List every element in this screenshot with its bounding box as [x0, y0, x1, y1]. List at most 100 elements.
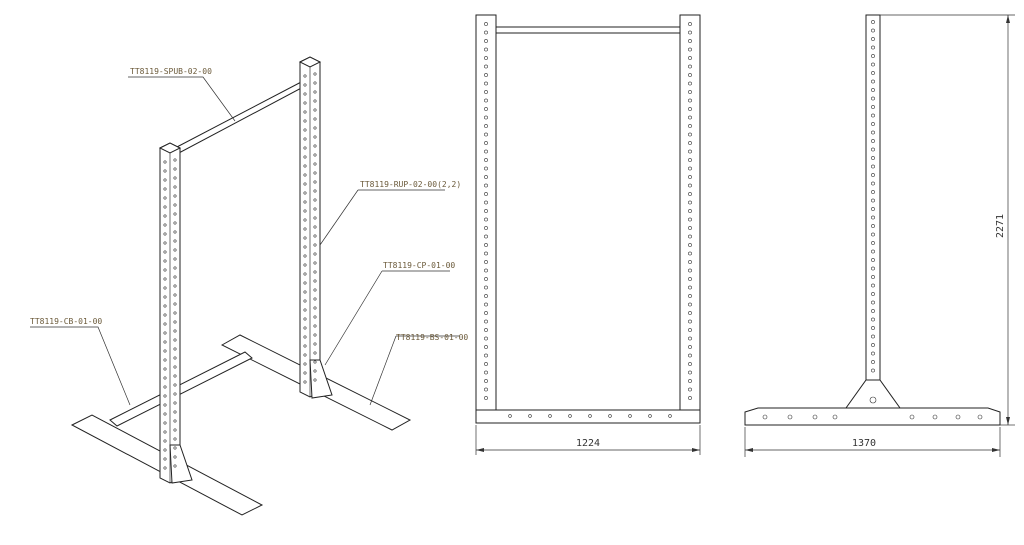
hole: [163, 457, 167, 461]
hole: [588, 414, 592, 418]
hole: [173, 176, 177, 180]
iso-gusset-right: [309, 359, 333, 399]
hole: [688, 149, 692, 154]
hole: [484, 251, 488, 256]
hole: [313, 297, 317, 301]
hole: [313, 81, 317, 85]
hole: [648, 414, 652, 418]
hole: [313, 207, 317, 211]
hole: [688, 217, 692, 222]
hole: [688, 124, 692, 128]
label-pullup-bar: TT8119-SPUB-02-00: [130, 67, 212, 76]
hole: [871, 300, 875, 305]
hole: [688, 166, 692, 171]
hole: [688, 200, 692, 205]
hole: [484, 73, 488, 77]
hole: [313, 135, 317, 139]
hole: [163, 187, 167, 191]
hole: [871, 326, 875, 330]
hole: [173, 221, 177, 225]
hole: [313, 351, 317, 355]
hole: [871, 309, 875, 313]
hole: [173, 293, 177, 297]
hole: [871, 334, 875, 339]
label-crossbar: TT8119-CB-01-00: [30, 317, 102, 326]
hole: [313, 126, 317, 130]
hole: [688, 192, 692, 196]
hole: [688, 387, 692, 392]
hole: [688, 115, 692, 120]
hole: [173, 275, 177, 279]
hole: [163, 385, 167, 389]
hole: [688, 370, 692, 375]
hole: [163, 349, 167, 353]
hole: [484, 226, 488, 230]
hole: [303, 344, 307, 348]
hole: [871, 54, 875, 58]
iso-pullup-bar: [174, 79, 308, 155]
hole: [871, 317, 875, 322]
hole: [484, 132, 488, 137]
hole: [484, 183, 488, 188]
hole: [871, 122, 875, 126]
hole: [313, 315, 317, 319]
hole: [303, 227, 307, 231]
hole: [313, 90, 317, 94]
hole: [313, 306, 317, 310]
hole: [484, 149, 488, 154]
side-gusset: [845, 379, 901, 409]
hole: [163, 448, 167, 452]
hole: [871, 113, 875, 118]
hole: [628, 414, 632, 418]
hole: [688, 260, 692, 264]
hole: [871, 224, 875, 228]
hole: [484, 81, 488, 86]
hole: [871, 258, 875, 262]
hole: [173, 248, 177, 252]
hole: [163, 313, 167, 317]
hole: [173, 464, 177, 468]
hole: [173, 329, 177, 333]
hole: [163, 268, 167, 272]
hole: [508, 414, 512, 418]
hole: [163, 286, 167, 290]
hole: [313, 189, 317, 193]
hole: [871, 96, 875, 101]
hole: [688, 379, 692, 383]
side-view: 1370 2271: [744, 14, 1015, 457]
hole: [303, 155, 307, 159]
hole: [303, 74, 307, 78]
hole: [484, 56, 488, 60]
hole: [528, 414, 532, 418]
hole: [688, 243, 692, 247]
hole: [173, 347, 177, 351]
hole: [484, 302, 488, 307]
hole: [173, 167, 177, 171]
hole: [484, 294, 488, 298]
hole: [163, 295, 167, 299]
hole: [484, 217, 488, 222]
front-view: 1224: [475, 14, 701, 455]
hole: [871, 266, 875, 271]
hole: [871, 232, 875, 237]
hole: [173, 437, 177, 441]
hole: [484, 362, 488, 366]
hole: [484, 370, 488, 375]
hole: [163, 169, 167, 173]
isometric-view: TT8119-SPUB-02-00 TT8119-RUP-02-00(2,2) …: [30, 56, 468, 516]
hole: [871, 181, 875, 186]
hole: [313, 252, 317, 256]
hole: [688, 319, 692, 324]
hole: [484, 192, 488, 196]
hole: [173, 302, 177, 306]
hole: [313, 162, 317, 166]
hole: [313, 108, 317, 112]
hole: [163, 259, 167, 263]
hole: [688, 39, 692, 43]
hole: [484, 22, 488, 26]
hole: [871, 283, 875, 288]
hole: [163, 466, 167, 470]
hole: [832, 414, 838, 420]
hole: [869, 396, 877, 404]
hole: [163, 439, 167, 443]
